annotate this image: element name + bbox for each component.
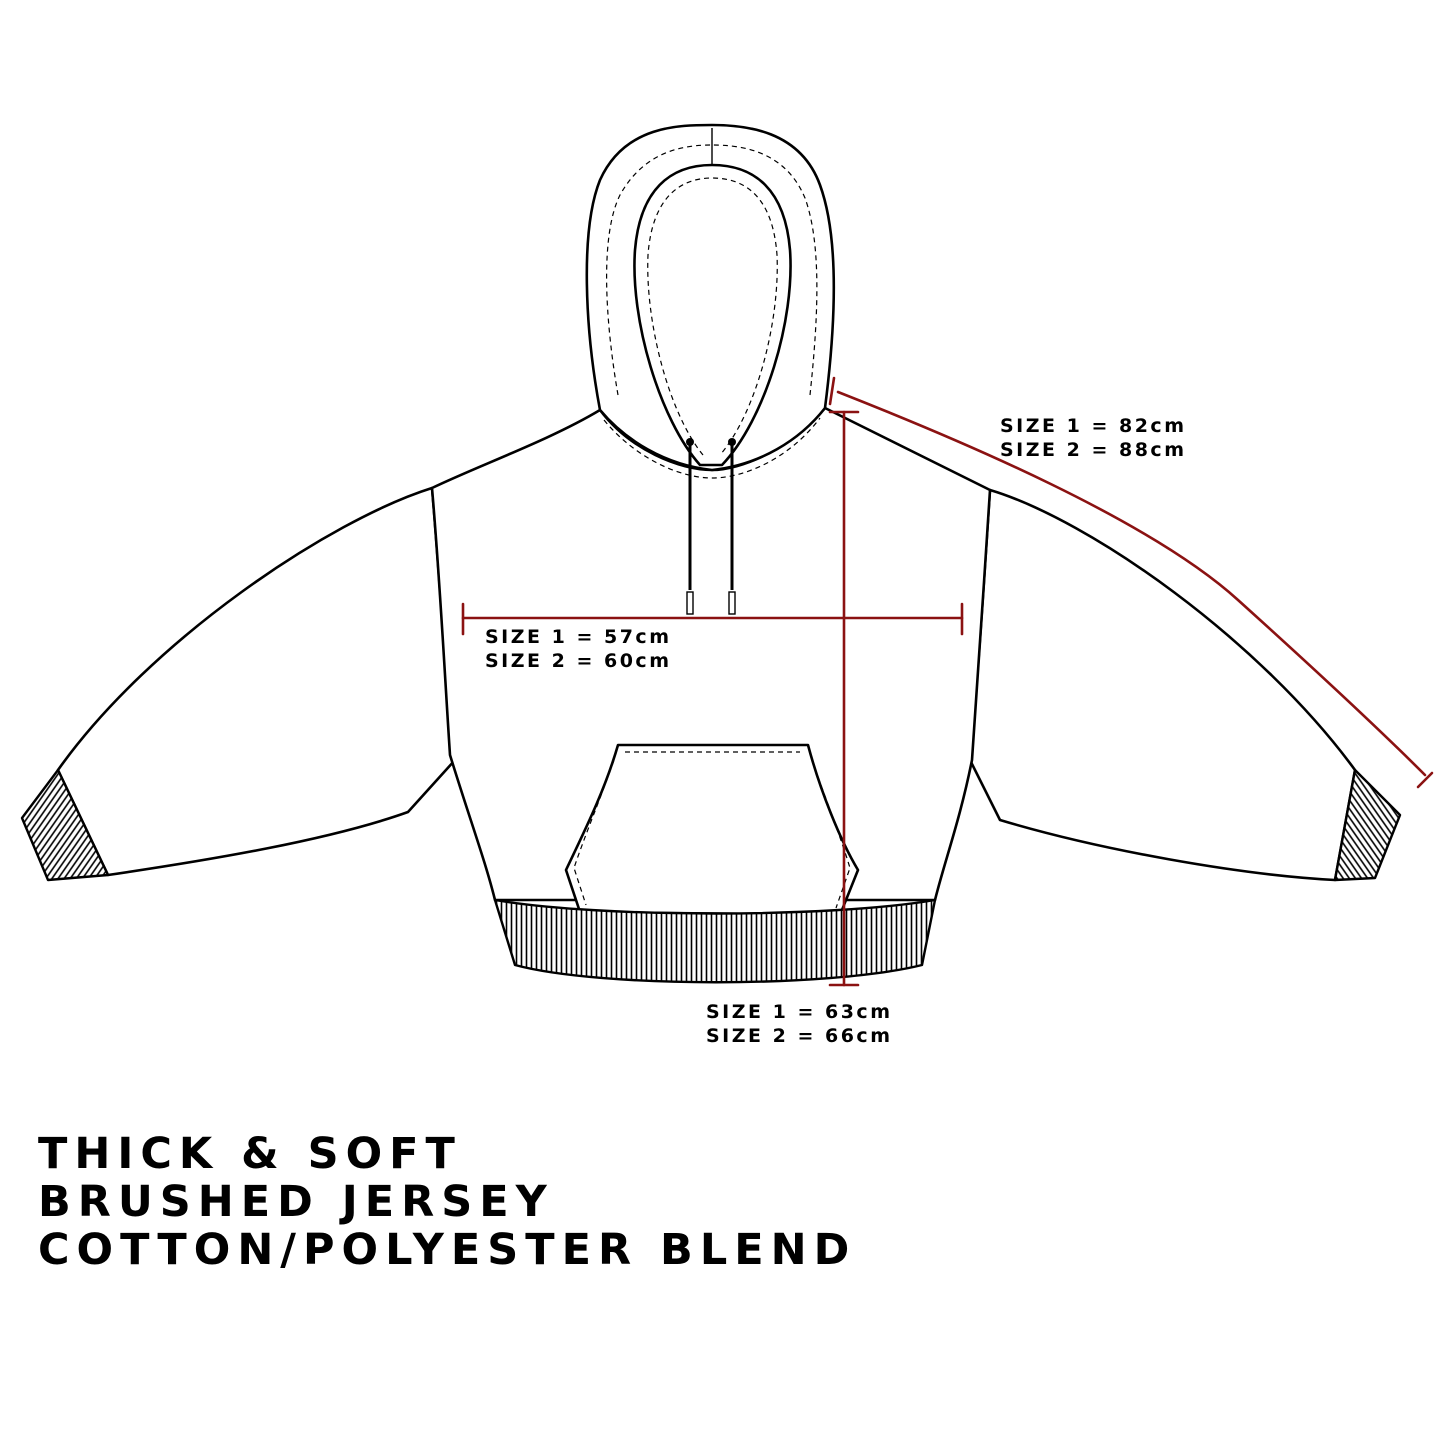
length-size2-text: SIZE 2 = 66cm [706,1025,893,1047]
bottom-hem-rib [493,898,937,984]
hoodie-body [430,406,992,902]
kangaroo-pocket [564,743,860,917]
chest-size2-text: SIZE 2 = 60cm [485,650,672,672]
fabric-line-1: THICK & SOFT [38,1129,462,1179]
sleeve-measure-label: SIZE 1 = 82cm SIZE 2 = 88cm [1000,414,1187,462]
right-sleeve [967,488,1357,882]
chest-measure-label: SIZE 1 = 57cm SIZE 2 = 60cm [485,625,672,673]
length-measure-label: SIZE 1 = 63cm SIZE 2 = 66cm [706,1000,893,1048]
length-measure-line [828,410,860,987]
hood [585,123,836,472]
left-cuff [20,768,110,882]
right-cuff [1333,768,1402,882]
chest-measure-line [461,602,964,636]
length-size1-text: SIZE 1 = 63cm [706,1001,893,1023]
drawstrings [686,438,736,615]
fabric-line-2: BRUSHED JERSEY [38,1177,554,1227]
sleeve-size1-text: SIZE 1 = 82cm [1000,415,1187,437]
sleeve-measure-line [828,376,1434,789]
fabric-description: THICK & SOFT BRUSHED JERSEY COTTON/POLYE… [38,1130,856,1274]
sleeve-size2-text: SIZE 2 = 88cm [1000,439,1187,461]
fabric-line-3: COTTON/POLYESTER BLEND [38,1225,857,1275]
left-sleeve [56,486,459,877]
chest-size1-text: SIZE 1 = 57cm [485,626,672,648]
